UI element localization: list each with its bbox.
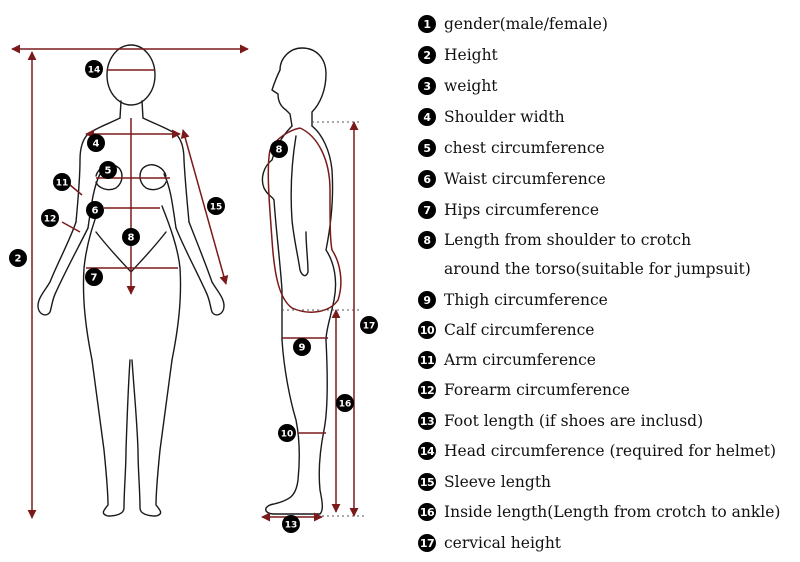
legend-item-7: 7 Hips circumference xyxy=(418,195,599,225)
badge-10: 10 xyxy=(418,321,436,339)
badge-4: 4 xyxy=(418,108,436,126)
badge-3: 3 xyxy=(418,77,436,95)
svg-text:2: 2 xyxy=(15,254,22,265)
badge-front-8: 8 xyxy=(122,228,140,246)
badge-front-2: 2 xyxy=(9,249,27,267)
dotted-guides xyxy=(282,121,366,517)
badge-side-9: 9 xyxy=(293,338,311,356)
badge-16: 16 xyxy=(418,503,436,521)
badge-front-15: 15 xyxy=(207,197,225,215)
legend-item-14: 14 Head circumference (required for helme… xyxy=(418,436,776,466)
badge-side-8: 8 xyxy=(270,140,288,158)
badge-15: 15 xyxy=(418,473,436,491)
legend-item-10: 10 Calf circumference xyxy=(418,315,594,345)
svg-text:13: 13 xyxy=(285,521,298,531)
svg-text:17: 17 xyxy=(363,322,376,332)
badge-14: 14 xyxy=(418,442,436,460)
badge-front-6: 6 xyxy=(86,201,104,219)
svg-text:11: 11 xyxy=(56,179,69,189)
legend-label: Foot length (if shoes are inclusd) xyxy=(444,412,704,430)
badge-2: 2 xyxy=(418,46,436,64)
legend-item-4: 4 Shoulder width xyxy=(418,102,565,132)
legend-item-8: 8 Length from shoulder to crotch xyxy=(418,225,691,255)
badge-17: 17 xyxy=(418,534,436,552)
svg-text:12: 12 xyxy=(44,215,57,225)
badge-5: 5 xyxy=(418,139,436,157)
legend-item-15: 15 Sleeve length xyxy=(418,467,551,497)
legend-item-17: 17 cervical height xyxy=(418,528,561,558)
legend-label: Sleeve length xyxy=(444,473,552,491)
svg-text:16: 16 xyxy=(339,400,352,410)
badge-front-7: 7 xyxy=(85,268,103,286)
side-figure-outline xyxy=(261,47,337,515)
legend-label: Shoulder width xyxy=(444,108,565,126)
badge-front-14: 14 xyxy=(85,60,103,78)
legend-label: Waist circumference xyxy=(444,170,606,188)
svg-text:14: 14 xyxy=(88,66,101,76)
badge-13: 13 xyxy=(418,412,436,430)
badge-side-16: 16 xyxy=(336,394,354,412)
svg-text:8: 8 xyxy=(128,233,135,244)
badge-front-5: 5 xyxy=(99,161,117,179)
badge-7: 7 xyxy=(418,201,436,219)
badge-6: 6 xyxy=(418,170,436,188)
side-measure-lines xyxy=(261,121,359,522)
badge-12: 12 xyxy=(418,381,436,399)
legend-label: chest circumference xyxy=(444,139,605,157)
front-measure-lines xyxy=(11,44,249,519)
legend-label: Inside length(Length from crotch to ankl… xyxy=(444,503,781,521)
badge-1: 1 xyxy=(418,15,436,33)
svg-text:10: 10 xyxy=(281,430,294,440)
legend-label: Length from shoulder to crotch xyxy=(444,231,692,249)
legend-label: Height xyxy=(444,46,498,64)
legend-item-12: 12 Forearm circumference xyxy=(418,375,630,405)
badge-front-4: 4 xyxy=(87,134,105,152)
legend-item-3: 3 weight xyxy=(418,71,498,101)
legend-label: Forearm circumference xyxy=(444,381,630,399)
svg-text:8: 8 xyxy=(276,145,283,156)
legend-label: Hips circumference xyxy=(444,201,600,219)
svg-text:7: 7 xyxy=(91,273,98,284)
badge-front-11: 11 xyxy=(53,173,71,191)
legend-item-5: 5 chest circumference xyxy=(418,133,605,163)
legend-item-11: 11 Arm circumference xyxy=(418,345,596,375)
legend-item-13: 13 Foot length (if shoes are inclusd) xyxy=(418,406,703,436)
legend-item-6: 6 Waist circumference xyxy=(418,164,606,194)
legend-label: weight xyxy=(444,77,498,95)
legend-label: gender(male/female) xyxy=(444,15,608,33)
legend-label: Calf circumference xyxy=(444,321,595,339)
legend-item-8-continuation: around the torso(suitable for jumpsuit) xyxy=(444,260,751,278)
legend-item-1: 1 gender(male/female) xyxy=(418,9,608,39)
legend-item-16: 16 Inside length(Length from crotch to an… xyxy=(418,497,780,527)
badge-9: 9 xyxy=(418,291,436,309)
legend-label: Thigh circumference xyxy=(444,291,608,309)
badge-8: 8 xyxy=(418,231,436,249)
figure-badges: 14 4 5 11 6 12 8 7 2 15 8 9 17 16 10 13 xyxy=(9,60,378,533)
svg-text:9: 9 xyxy=(299,343,306,354)
badge-side-10: 10 xyxy=(278,424,296,442)
legend-label: Arm circumference xyxy=(444,351,596,369)
legend-label: Head circumference (required for helmet) xyxy=(444,442,777,460)
legend-item-2: 2 Height xyxy=(418,40,498,70)
legend-item-9: 9 Thigh circumference xyxy=(418,285,608,315)
svg-text:6: 6 xyxy=(92,206,99,217)
svg-text:4: 4 xyxy=(93,139,100,150)
badge-side-17: 17 xyxy=(360,316,378,334)
badge-11: 11 xyxy=(418,351,436,369)
svg-text:5: 5 xyxy=(105,166,112,177)
legend-label: cervical height xyxy=(444,534,562,552)
badge-front-12: 12 xyxy=(41,209,59,227)
badge-side-13: 13 xyxy=(282,515,300,533)
svg-text:15: 15 xyxy=(210,203,223,213)
